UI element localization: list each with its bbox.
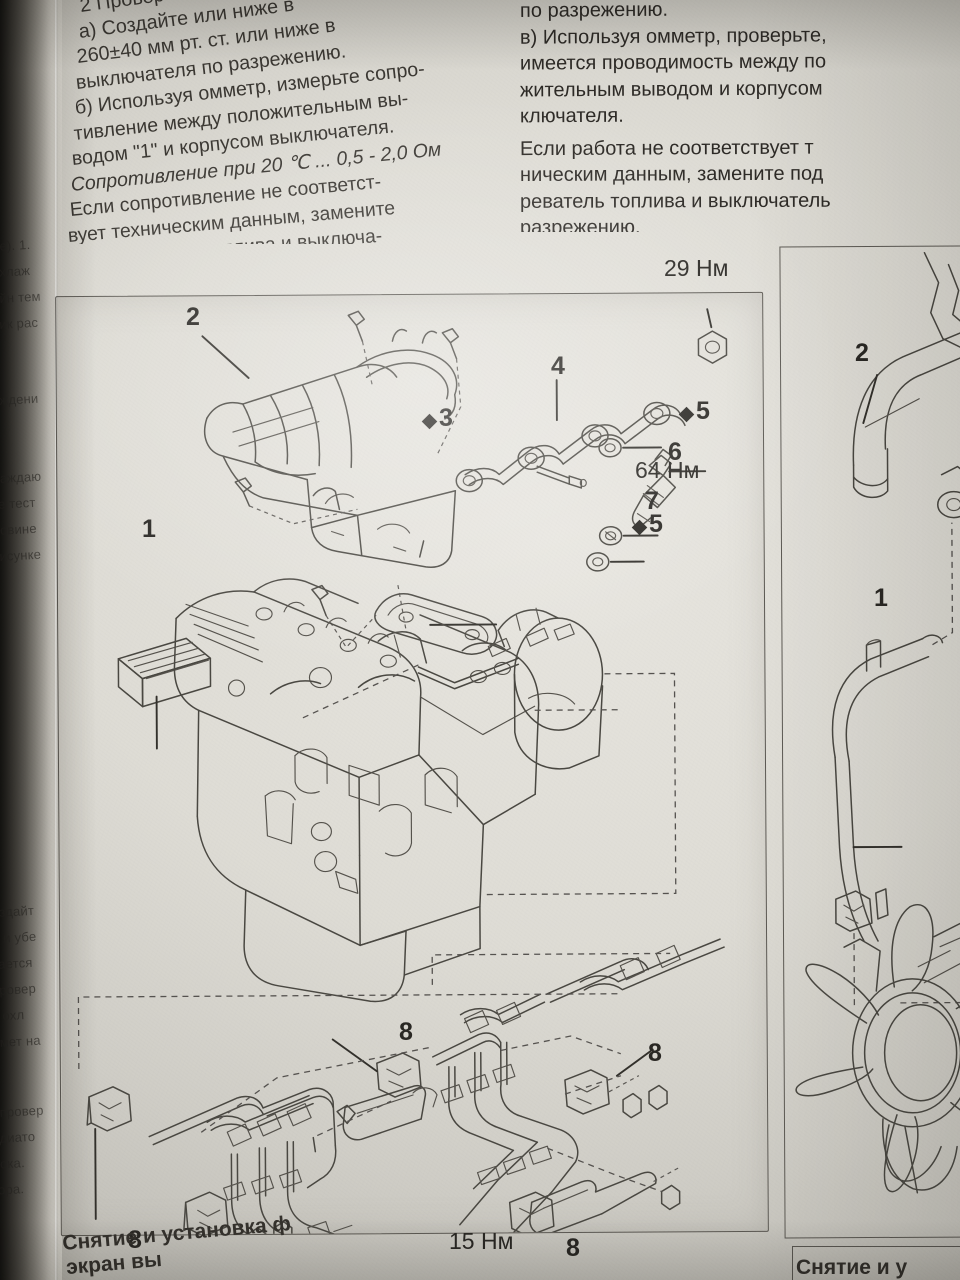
text-line: по разрежению.: [520, 0, 669, 22]
margin-text-line: те тест: [0, 494, 36, 513]
margin-text-line: дмет на: [0, 1032, 42, 1051]
cooling-fan: [795, 904, 960, 1194]
nut-c1: [622, 1092, 642, 1119]
margin-text-line: о и убе: [0, 928, 37, 946]
torque-spec: 15 Нм: [449, 1228, 514, 1254]
margin-text-line: адиато: [0, 1128, 36, 1147]
nut-29nm: [697, 308, 728, 364]
right-misc-parts: [937, 465, 960, 519]
hose-and-fan-drawing: [795, 251, 960, 1194]
distributor-and-hoses: [377, 607, 604, 770]
main-diagram-frame: [55, 291, 769, 1237]
text-line: разрежению.: [520, 216, 641, 232]
margin-text-line: аждени: [0, 390, 39, 409]
callout-1: 1: [142, 517, 156, 542]
margin-text-line: лаждаю: [0, 468, 42, 487]
diamond-marker-icon: [421, 413, 438, 430]
text-line: реватель топлива и выключатель: [520, 189, 831, 213]
manifold-bolts: [234, 310, 460, 617]
leader-8-b: [331, 1038, 378, 1073]
nut-c2: [648, 1084, 668, 1111]
air-filter-element: [117, 637, 212, 708]
lower-hose: [831, 634, 944, 942]
main-diagram-canvas: [56, 293, 768, 1236]
leader-2: [201, 335, 250, 379]
bracket-clip-d: [564, 1069, 610, 1115]
margin-text-line: ловине: [0, 520, 38, 539]
torque-spec: 64 Нм: [635, 457, 700, 483]
margin-text-line: охлаж: [0, 262, 31, 281]
left-margin-text-column: ие). 1. охлаж ейн тем ник рас аждени лаждаю те…: [0, 0, 56, 1280]
dashed-route-mid: [200, 1046, 433, 1133]
text-line: жительным выводом и корпусом: [520, 76, 823, 101]
bracket-clip-a: [86, 1086, 132, 1132]
callout-number: 2: [855, 339, 869, 367]
text-line: Если работа не соответствует т: [520, 136, 814, 160]
margin-text-line: с охл: [0, 1007, 25, 1024]
engine-exploded-view-drawing: [77, 308, 728, 1236]
margin-text-line: тора.: [0, 1181, 25, 1198]
callout-number: 5: [696, 397, 710, 425]
text-line: имеется проводимость между по: [520, 50, 827, 75]
engine-block: [173, 578, 540, 1003]
callout-number: 4: [551, 352, 565, 380]
text-column-right: по разрежению.в) Используя омметр, прове…: [520, 0, 960, 232]
diamond-marker-icon: [631, 519, 648, 536]
hose-clamp: [835, 888, 889, 932]
diamond-marker-icon: [678, 406, 695, 423]
callout-number: 1: [142, 515, 156, 543]
callout-number: 8: [566, 1234, 580, 1262]
margin-text-line: кается: [0, 954, 33, 973]
callout-3: 3: [421, 404, 453, 432]
fuel-lines-lower-center: [432, 993, 579, 1236]
injector-pipe-right: [529, 1171, 657, 1236]
text-line: в) Используя омметр, проверьте,: [520, 23, 827, 49]
callout-2: 2: [186, 305, 200, 330]
margin-text-line: лока.: [0, 1155, 26, 1172]
right-diagram-frame: [779, 245, 960, 1239]
washer-7: [598, 526, 623, 546]
intake-manifold-group: [203, 328, 458, 569]
margin-text-line: ник рас: [0, 314, 39, 333]
callout-number: 1: [874, 584, 888, 612]
margin-text-line: провер: [0, 980, 37, 999]
callout-8: 8: [399, 1020, 413, 1045]
callout-4: 4: [551, 354, 565, 379]
margin-text-line: ие). 1.: [0, 236, 31, 255]
washer-5-upper: [598, 438, 622, 458]
callout-8: 8: [566, 1236, 580, 1261]
margin-text-line: оздайт: [0, 902, 35, 921]
text-line: ключателя.: [520, 104, 624, 128]
callout-number: 3: [439, 404, 453, 432]
fuel-lines-lower-left: [148, 1087, 353, 1236]
leader-right-2: [862, 374, 879, 425]
text-line: ническим данным, замените под: [520, 162, 824, 187]
torque-spec: 29 Нм: [664, 255, 729, 281]
callout-5: 5: [631, 510, 663, 538]
right-diagram-canvas: [780, 247, 960, 1238]
washer-5-lower: [586, 552, 610, 572]
callout-number: 8: [399, 1018, 413, 1046]
callout-5: 5: [678, 397, 710, 425]
margin-text-line: , провер: [0, 1102, 44, 1121]
right-callout-1: 1: [874, 586, 888, 611]
margin-text-line: ейн тем: [0, 288, 42, 307]
leader-8-a: [94, 1127, 97, 1220]
callout-number: 8: [648, 1039, 662, 1067]
margin-text-line: рисунке: [0, 546, 42, 565]
callout-8: 8: [648, 1041, 662, 1066]
callout-number: 5: [649, 510, 663, 538]
right-callout-2: 2: [855, 341, 869, 366]
callout-number: 2: [186, 303, 200, 331]
nut-e1: [660, 1184, 681, 1211]
caption-bottom-right: Снятие и у: [796, 1256, 908, 1279]
rail-upper-right: [545, 938, 725, 1003]
